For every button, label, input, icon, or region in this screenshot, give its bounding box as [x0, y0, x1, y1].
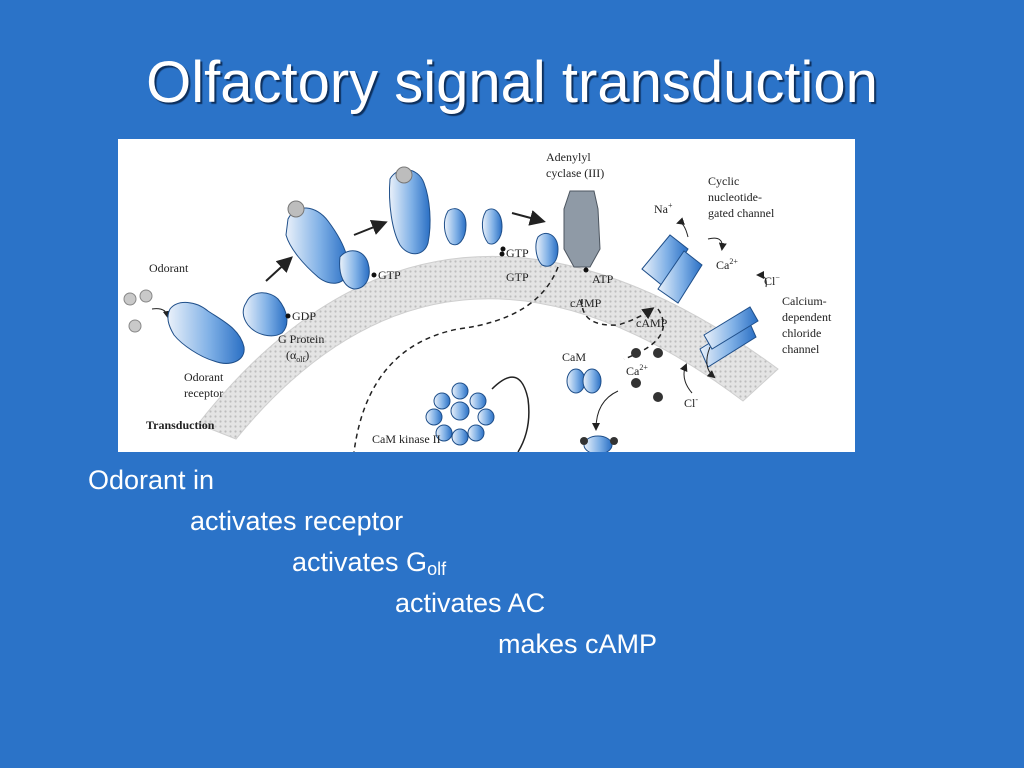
label-cacl-3: chloride [782, 326, 821, 340]
transduction-figure: Odorant Odorant receptor Transduction GD… [118, 139, 855, 452]
cng-channel [641, 234, 703, 304]
label-cam: CaM [562, 350, 586, 364]
label-cacl-1: Calcium- [782, 294, 827, 308]
label-camp-2: cAMP [636, 316, 668, 330]
cascade-step-4: activates AC [395, 588, 546, 618]
g-protein-gdp [242, 292, 288, 337]
slide-title: Olfactory signal transduction [146, 50, 878, 115]
receptor-3 [389, 169, 431, 255]
cam-bound [583, 435, 613, 452]
label-cng-1: Cyclic [708, 174, 739, 188]
cascade-step-3: activates Golf [292, 547, 447, 579]
label-cl-1: Cl− [764, 273, 780, 288]
cam-right [582, 368, 602, 394]
label-gtp-1: GTP [378, 268, 401, 282]
label-gdp: GDP [292, 309, 316, 323]
label-na: Na+ [654, 201, 673, 216]
label-adenylyl-2: cyclase (III) [546, 166, 604, 180]
odorant-molecules [123, 289, 171, 333]
g-alpha-gtp [481, 208, 503, 245]
cam-kinase-holoenzyme [425, 382, 495, 446]
calcium-ions [631, 348, 663, 402]
label-odorant-receptor-1: Odorant [184, 370, 224, 384]
cascade-step-1: Odorant in [88, 465, 215, 495]
cascade-step-2: activates receptor [190, 506, 404, 536]
label-cng-3: gated channel [708, 206, 775, 220]
cl-channel [699, 306, 759, 368]
label-g-protein-2: (αolf) [286, 348, 309, 364]
activated-receptor [285, 207, 349, 284]
label-gtp-2: GTP [506, 246, 529, 260]
label-ca-2: Ca2+ [626, 363, 648, 378]
label-adenylyl-1: Adenylyl [546, 150, 591, 164]
label-g-protein-1: G Protein [278, 332, 324, 346]
label-cng-2: nucleotide- [708, 190, 762, 204]
g-alpha [443, 208, 467, 246]
label-gtp-3: GTP [506, 270, 529, 284]
label-transduction: Transduction [146, 418, 215, 432]
label-ca-1: Ca2+ [716, 257, 738, 272]
odorant-receptor [167, 302, 245, 364]
g-protein-split [339, 250, 370, 290]
label-cacl-2: dependent [782, 310, 832, 324]
label-odorant-receptor-2: receptor [184, 386, 223, 400]
label-atp: ATP [592, 272, 614, 286]
label-cacl-4: channel [782, 342, 820, 356]
label-camp-1: cAMP [570, 296, 602, 310]
label-cam-kinase: CaM kinase II [372, 432, 441, 446]
label-cl-2: Cl- [684, 395, 698, 410]
label-odorant: Odorant [149, 261, 189, 275]
cascade-step-5: makes cAMP [498, 629, 658, 659]
cam-left [566, 368, 586, 394]
adenylyl-cyclase [563, 190, 601, 268]
